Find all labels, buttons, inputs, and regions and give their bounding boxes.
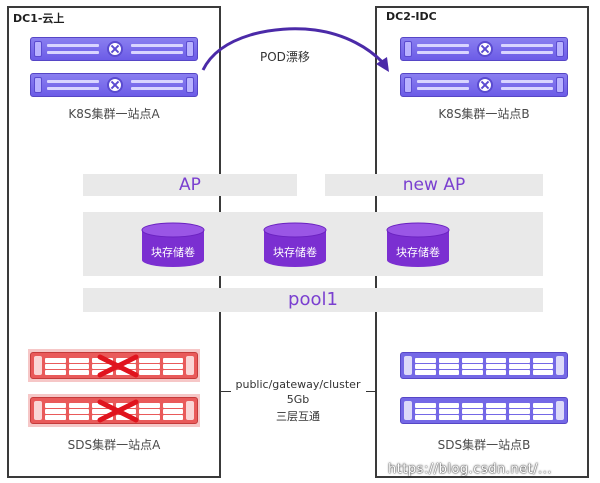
- sds-b-caption: SDS集群一站点B: [437, 438, 531, 452]
- new-ap-bar: [325, 174, 543, 196]
- pool-label: pool1: [288, 289, 338, 310]
- k8s-server-a2: [30, 73, 198, 97]
- network-line2: 5Gb: [286, 393, 310, 406]
- migration-arrow-icon: [201, 27, 389, 72]
- pool-bar: [83, 288, 543, 312]
- k8s-server-a1: [30, 37, 198, 61]
- volume-cylinder-icon: [263, 222, 327, 267]
- volume-label: 块存储卷: [151, 246, 195, 259]
- k8s-server-b2: [400, 73, 568, 97]
- ap-label: AP: [179, 175, 201, 195]
- sds-a-caption: SDS集群一站点A: [67, 438, 161, 452]
- k8s-a-caption: K8S集群一站点A: [68, 107, 160, 121]
- failure-x-icon: [97, 354, 139, 378]
- server-x-icon: [107, 41, 123, 57]
- server-x-icon: [107, 77, 123, 93]
- volume-cylinder-icon: [141, 222, 205, 267]
- server-x-icon: [477, 41, 493, 57]
- network-line3: 三层互通: [276, 410, 320, 423]
- k8s-b-caption: K8S集群一站点B: [438, 107, 530, 121]
- network-link-line: [221, 391, 231, 392]
- ap-bar: [83, 174, 297, 196]
- network-line1: public/gateway/cluster: [235, 378, 361, 391]
- watermark: https://blog.csdn.net/...: [388, 462, 552, 477]
- network-link-line: [366, 391, 376, 392]
- sds-server-b2: [400, 397, 568, 424]
- failure-x-icon: [97, 399, 139, 423]
- server-x-icon: [477, 77, 493, 93]
- dc2-title: DC2-IDC: [386, 10, 437, 23]
- k8s-server-b1: [400, 37, 568, 61]
- volume-label: 块存储卷: [273, 246, 317, 259]
- dc1-title: DC1-云上: [13, 12, 65, 25]
- migration-label: POD漂移: [260, 50, 310, 64]
- volume-label: 块存储卷: [396, 246, 440, 259]
- volume-cylinder-icon: [386, 222, 450, 267]
- sds-server-b1: [400, 352, 568, 379]
- new-ap-label: new AP: [402, 175, 466, 195]
